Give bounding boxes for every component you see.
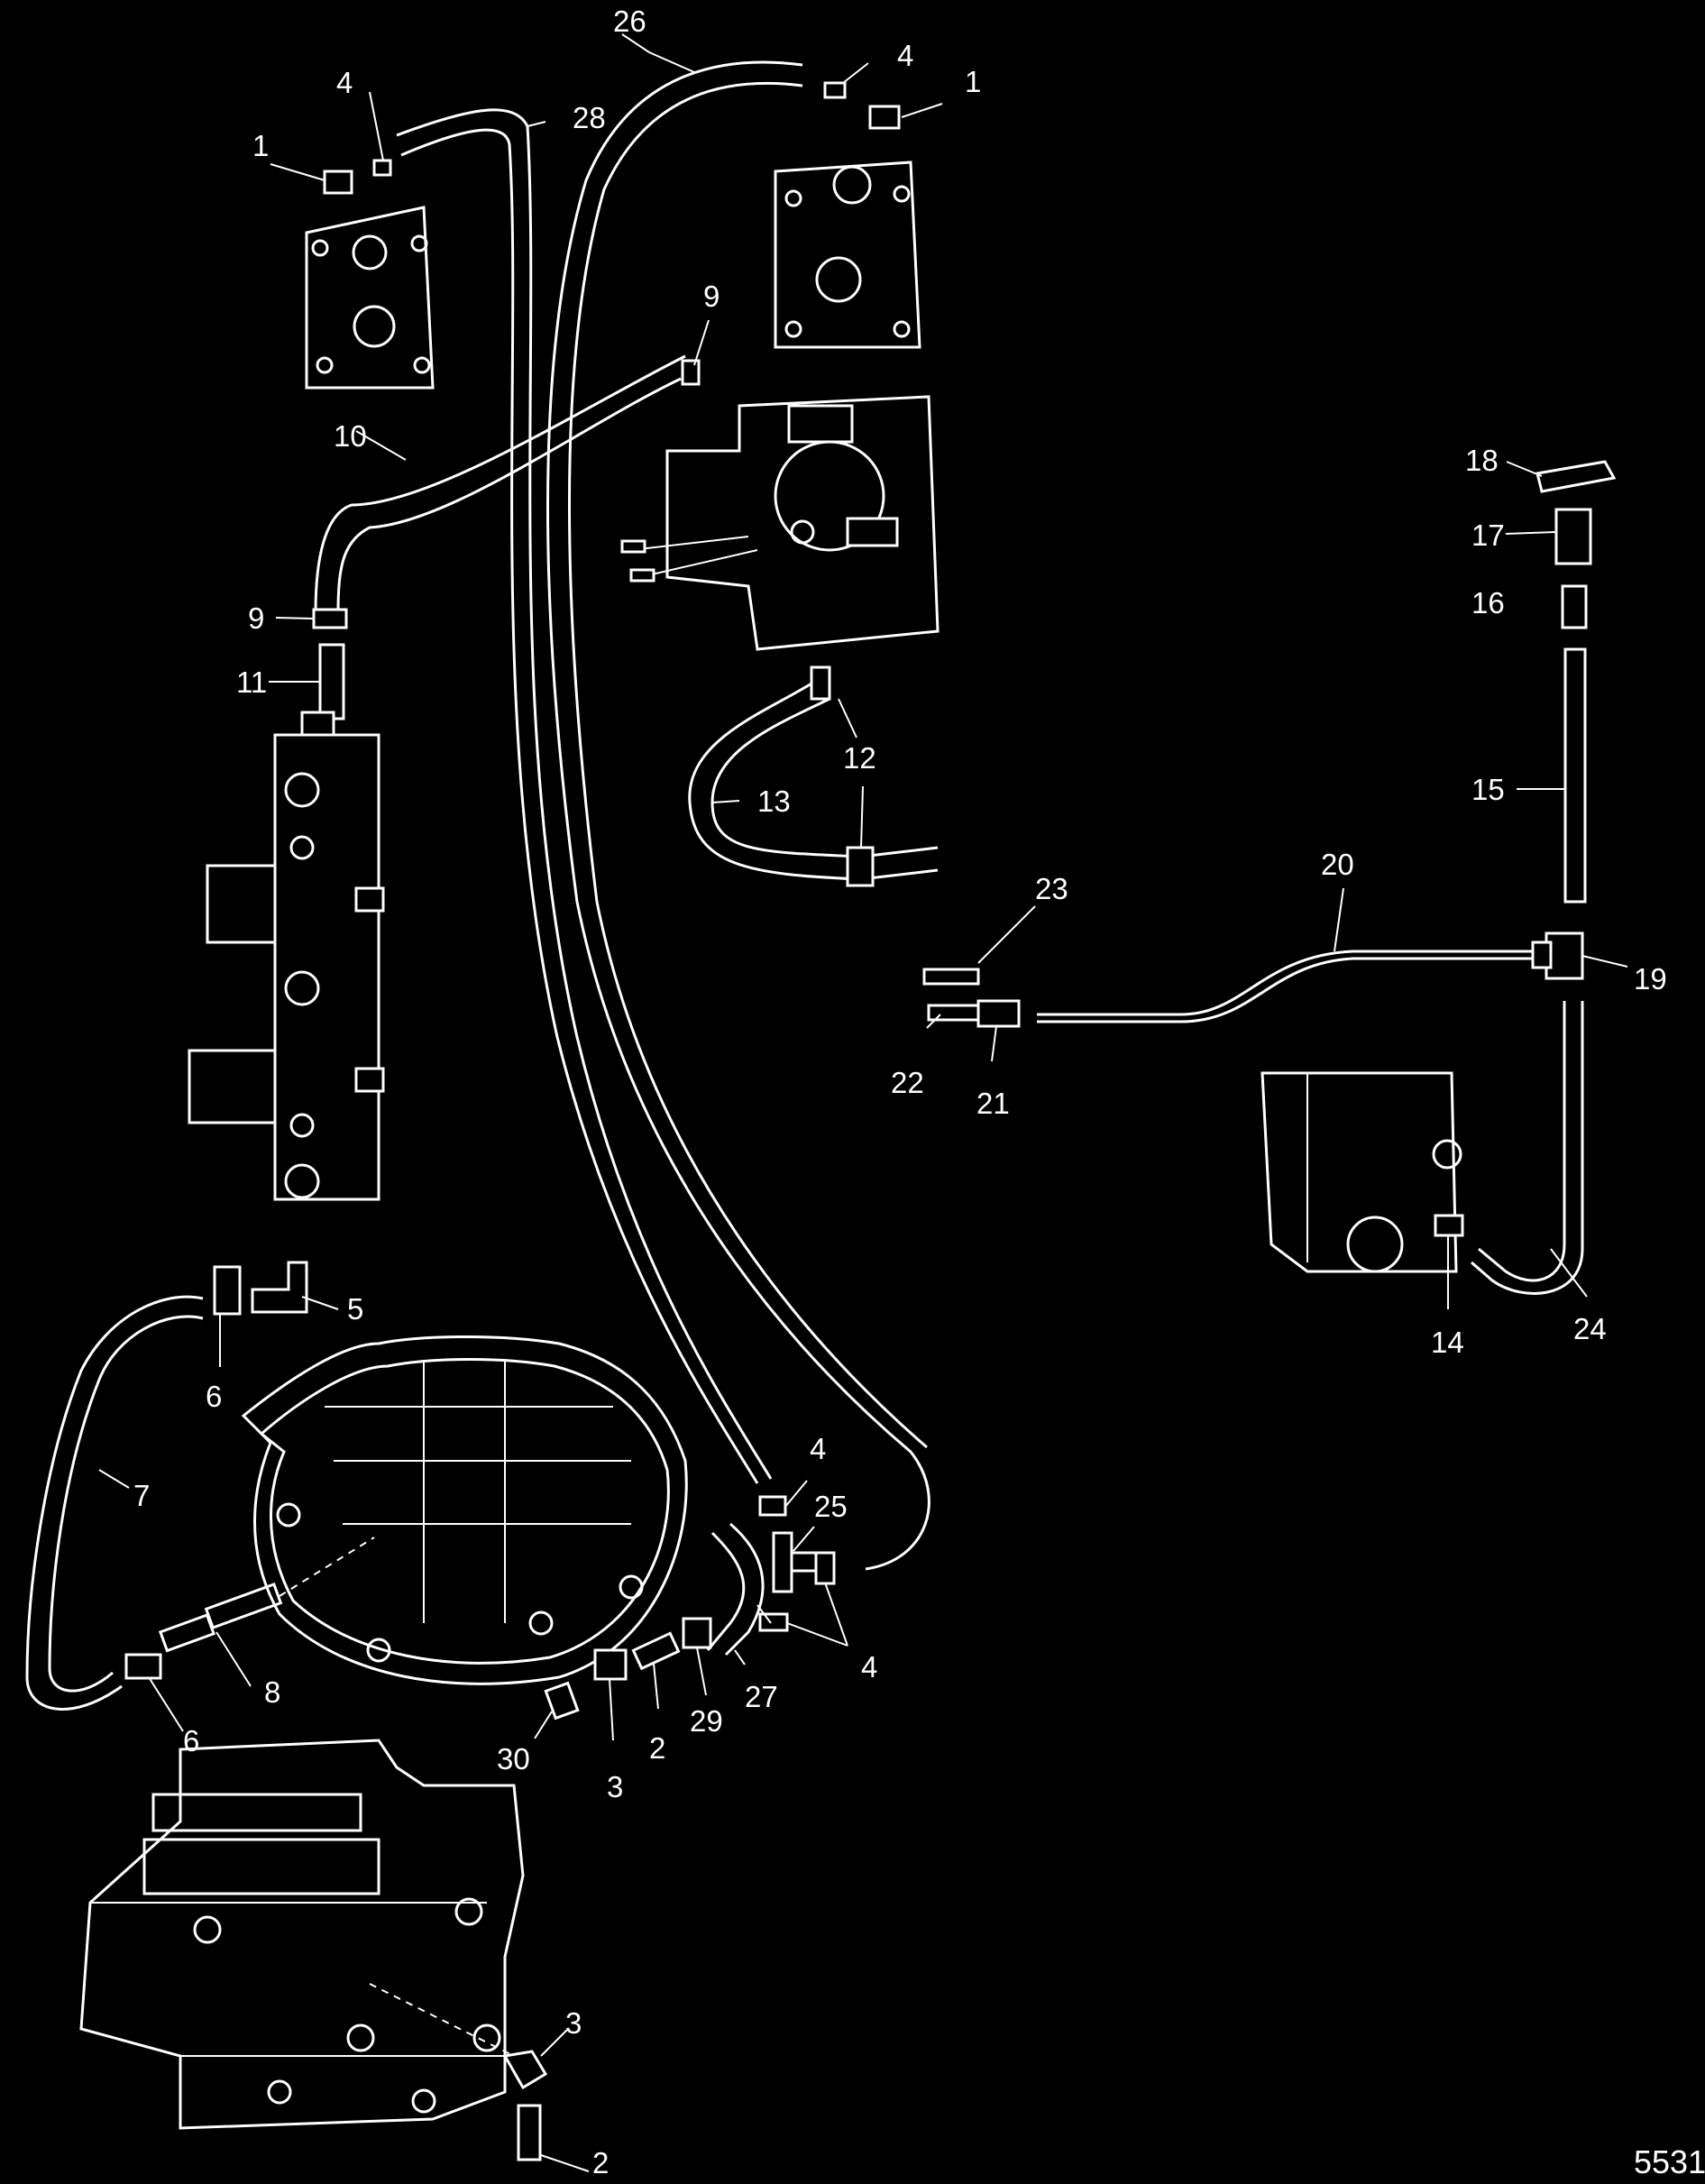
hose-24: [1478, 1001, 1566, 1282]
clamp-3-upper: [593, 1648, 628, 1681]
callout-5: 5: [347, 1292, 363, 1326]
callout-10: 10: [334, 419, 367, 453]
callout-18: 18: [1465, 444, 1499, 477]
clamp-12: [810, 665, 831, 701]
intake-manifold: [241, 1335, 688, 1685]
line-20: [1037, 950, 1533, 1016]
hose-26: [546, 60, 930, 1571]
clamp-4-top-right: [823, 81, 847, 99]
fuel-pump-left: [305, 206, 435, 390]
callout-4: 4: [336, 66, 353, 99]
callout-22: 22: [891, 1066, 924, 1099]
clamp-6-lower: [124, 1653, 162, 1680]
hose-7: [25, 1295, 204, 1711]
callout-9: 9: [248, 601, 264, 635]
fitting-17: [1554, 508, 1592, 565]
callout-13: 13: [757, 785, 791, 818]
callout-16: 16: [1471, 586, 1505, 619]
callout-2: 2: [592, 2146, 609, 2179]
clamp-4-top-left: [372, 159, 392, 177]
callout-9: 9: [703, 280, 720, 313]
callout-1: 1: [252, 129, 269, 162]
vapor-separator-assembly: [620, 395, 940, 651]
callout-3: 3: [565, 2006, 582, 2040]
fitting-30: [544, 1681, 580, 1721]
callout-21: 21: [976, 1087, 1010, 1120]
elbow-3-lower: [502, 2050, 548, 2090]
callout-19: 19: [1634, 962, 1667, 996]
callout-3: 3: [607, 1770, 623, 1803]
callout-6: 6: [183, 1724, 199, 1757]
fitting-14: [1434, 1214, 1464, 1237]
fitting-11: [318, 643, 345, 720]
callout-1: 1: [965, 65, 981, 98]
block-section-right: [1260, 1071, 1462, 1273]
clamp-4-lower-c: [758, 1612, 789, 1632]
callout-20: 20: [1321, 848, 1354, 881]
hose-13: [688, 679, 939, 881]
fitting-2-upper: [631, 1631, 681, 1671]
fitting-1-left: [323, 170, 353, 195]
fuel-rail: [188, 711, 385, 1201]
figure-number: 5531: [1634, 2143, 1705, 2180]
fitting-16: [1561, 584, 1588, 629]
callout-24: 24: [1573, 1312, 1607, 1345]
adaptor-plate: [79, 1739, 525, 2130]
callout-26: 26: [613, 5, 646, 38]
fitting-22: [927, 1004, 980, 1022]
callout-29: 29: [690, 1704, 723, 1738]
callout-12: 12: [843, 741, 876, 775]
callout-17: 17: [1471, 518, 1505, 552]
fitting-6-upper: [213, 1265, 242, 1316]
leader-lines: [98, 33, 1628, 2172]
callout-7: 7: [133, 1479, 150, 1512]
callout-30: 30: [497, 1742, 530, 1776]
clamp-4-lower-a: [758, 1495, 787, 1517]
hose-10: [314, 354, 686, 614]
clamp-9-top: [681, 359, 701, 386]
callout-25: 25: [814, 1490, 848, 1523]
callout-4: 4: [861, 1650, 877, 1684]
fitting-21: [976, 999, 1021, 1028]
hose-15: [1563, 647, 1587, 904]
fitting-1-right: [868, 105, 901, 130]
callout-4: 4: [810, 1432, 826, 1465]
fitting-2-lower: [517, 2104, 542, 2161]
hose-28: [396, 108, 773, 1480]
callout-28: 28: [573, 101, 606, 134]
callout-15: 15: [1471, 773, 1505, 806]
callout-14: 14: [1431, 1326, 1464, 1359]
elbow-5: [251, 1261, 308, 1314]
fitting-8: [158, 1583, 283, 1653]
fitting-23: [922, 968, 980, 986]
callout-2: 2: [649, 1731, 665, 1765]
callout-23: 23: [1035, 872, 1068, 905]
callout-6: 6: [206, 1380, 222, 1413]
clamp-4-lower-b: [814, 1551, 836, 1585]
callout-11: 11: [236, 665, 267, 699]
callout-4: 4: [897, 39, 913, 72]
callout-labels: 26 4 1 4 28 1 9 10 9 11 18 17 16 12 13 1…: [133, 5, 1667, 2179]
fuel-pump-right: [774, 161, 921, 349]
callout-8: 8: [264, 1675, 280, 1709]
bracket-18: [1535, 460, 1617, 493]
fitting-29: [682, 1617, 712, 1649]
hose-27: [706, 1531, 746, 1651]
callout-27: 27: [745, 1680, 778, 1713]
clamp-9-lower: [312, 608, 348, 629]
